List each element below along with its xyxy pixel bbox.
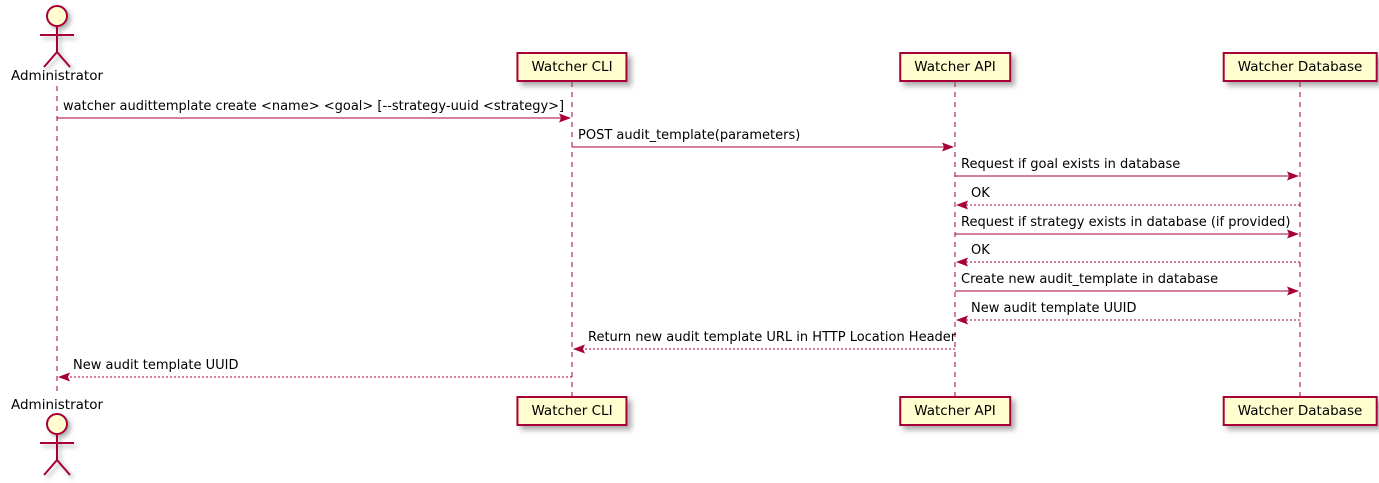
message-text-1: POST audit_template(parameters) bbox=[578, 128, 801, 143]
message-arrowhead-5 bbox=[956, 257, 968, 267]
message-text-3: OK bbox=[971, 186, 990, 201]
actor-label-administrator-top: Administrator bbox=[10, 68, 104, 84]
message-text-5: OK bbox=[971, 243, 990, 258]
message-text-0: watcher audittemplate create <name> <goa… bbox=[63, 99, 565, 114]
message-arrowhead-2 bbox=[1287, 171, 1299, 181]
message-arrowhead-4 bbox=[1287, 229, 1299, 239]
message-arrowhead-6 bbox=[1287, 286, 1299, 296]
participant-box-watcher-api-top: Watcher API bbox=[899, 52, 1011, 82]
actor-figure-administrator-top bbox=[40, 5, 74, 68]
message-text-4: Request if strategy exists in database (… bbox=[961, 215, 1291, 230]
message-text-6: Create new audit_template in database bbox=[961, 272, 1219, 287]
message-text-9: New audit template UUID bbox=[73, 358, 239, 373]
message-arrowhead-9 bbox=[58, 372, 70, 382]
message-arrowhead-1 bbox=[942, 142, 954, 152]
participant-box-watcher-cli-top: Watcher CLI bbox=[516, 52, 628, 82]
message-arrowhead-7 bbox=[956, 315, 968, 325]
participant-box-watcher-database-top: Watcher Database bbox=[1222, 52, 1378, 82]
actor-label-administrator-bottom: Administrator bbox=[10, 397, 104, 413]
participant-box-watcher-api-bottom: Watcher API bbox=[899, 396, 1011, 426]
message-text-7: New audit template UUID bbox=[971, 301, 1137, 316]
participant-box-watcher-database-bottom: Watcher Database bbox=[1222, 396, 1378, 426]
message-text-8: Return new audit template URL in HTTP Lo… bbox=[588, 330, 957, 345]
message-text-2: Request if goal exists in database bbox=[961, 157, 1181, 172]
actor-figure-administrator-bottom bbox=[40, 413, 74, 476]
message-arrowhead-0 bbox=[559, 113, 571, 123]
message-arrowhead-3 bbox=[956, 200, 968, 210]
participant-box-watcher-cli-bottom: Watcher CLI bbox=[516, 396, 628, 426]
message-arrowhead-8 bbox=[573, 344, 585, 354]
